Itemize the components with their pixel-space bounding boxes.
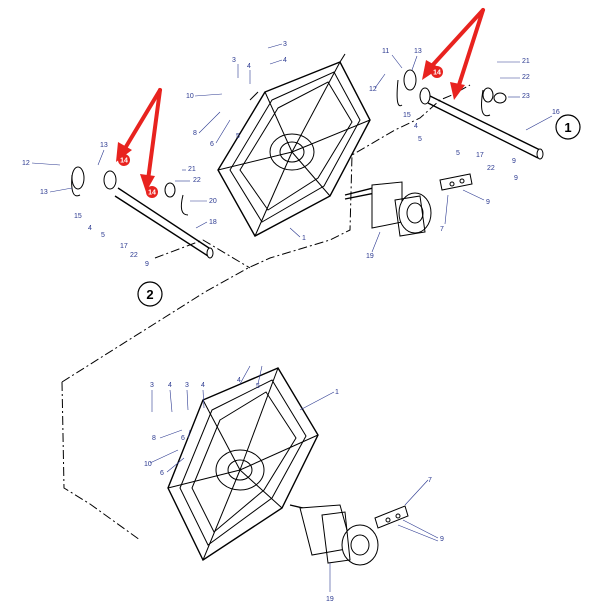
part-callout-31: 4 [88,225,92,232]
part-callout-23: 9 [512,158,516,165]
part-callout-2: 4 [247,63,251,70]
part-callout-14: 5 [418,136,422,143]
part-callout-53: 19 [326,596,334,603]
view-label-1: 1 [555,114,581,140]
badge-14-c: 14 [433,70,441,77]
lower-bracket [374,505,409,529]
part-callout-29: 13 [40,189,48,196]
part-14-badges: 14 14 14 [118,66,443,198]
part-callout-4: 10 [186,93,194,100]
part-callout-13: 4 [414,123,418,130]
badge-14-a: 14 [120,158,128,165]
part-callout-7: 5 [236,133,240,140]
part-callout-1: 3 [232,57,236,64]
view-label-2: 2 [137,281,163,307]
part-callout-35: 9 [145,261,149,268]
part-callout-43: 4 [201,382,205,389]
svg-text:1: 1 [564,120,571,135]
callouts-left-assembly: 12 13 13 15 4 5 17 22 9 21 22 20 18 [22,142,217,268]
part-callout-36: 21 [188,166,196,173]
callouts-right-assembly: 11 13 12 15 4 5 5 17 22 9 21 22 23 16 9 … [366,48,560,260]
part-callout-33: 17 [120,243,128,250]
part-callout-32: 5 [101,232,105,239]
lower-fan-wheel [167,367,319,562]
upper-left-shaft [71,166,214,259]
upper-bracket [439,173,473,191]
part-callout-41: 4 [168,382,172,389]
part-callout-25: 19 [366,253,374,260]
part-callout-0: 3 [283,41,287,48]
part-callout-18: 9 [514,175,518,182]
part-callout-11: 12 [369,86,377,93]
part-callout-9: 11 [382,48,389,55]
part-callout-6: 6 [210,141,214,148]
part-callout-19: 21 [522,58,530,65]
part-callout-17: 22 [487,165,495,172]
upper-right-shaft [396,69,544,160]
part-callout-16: 17 [476,152,484,159]
part-callout-40: 3 [150,382,154,389]
part-callout-47: 8 [152,435,156,442]
callouts-top-center: 3 3 4 4 10 8 6 5 1 [186,41,306,242]
part-callout-27: 12 [22,160,30,167]
part-callout-39: 18 [209,219,217,226]
part-callout-26: 9 [486,199,490,206]
part-callout-51: 7 [428,477,432,484]
part-callout-12: 15 [403,112,411,119]
part-callout-28: 13 [100,142,108,149]
callouts-lower-view: 3 4 3 4 4 5 1 8 6 10 6 7 9 19 [144,365,444,603]
part-callout-46: 1 [335,389,339,396]
upper-drive-motor [344,181,432,237]
part-callout-24: 7 [440,226,444,233]
svg-text:2: 2 [146,287,153,302]
part-callout-38: 20 [209,198,217,205]
part-callout-20: 22 [522,74,530,81]
view-separator-dashed-line [61,84,471,541]
upper-fan-wheel [217,53,371,237]
part-callout-21: 23 [522,93,530,100]
part-callout-44: 4 [237,377,241,384]
part-callout-49: 10 [144,461,152,468]
part-callout-45: 5 [256,383,260,390]
badge-14-b: 14 [148,190,156,197]
highlight-arrows [116,8,485,192]
part-callout-34: 22 [130,252,138,259]
part-callout-3: 4 [283,57,287,64]
part-callout-37: 22 [193,177,201,184]
lower-drive-motor [289,504,379,566]
part-callout-10: 13 [414,48,422,55]
part-callout-5: 8 [193,130,197,137]
part-callout-42: 3 [185,382,189,389]
part-callout-15: 5 [456,150,460,157]
part-callout-8: 1 [302,235,306,242]
part-callout-48: 6 [181,435,185,442]
part-callout-50: 6 [160,470,164,477]
part-callout-30: 15 [74,213,82,220]
part-callout-52: 9 [440,536,444,543]
part-callout-22: 16 [552,109,560,116]
